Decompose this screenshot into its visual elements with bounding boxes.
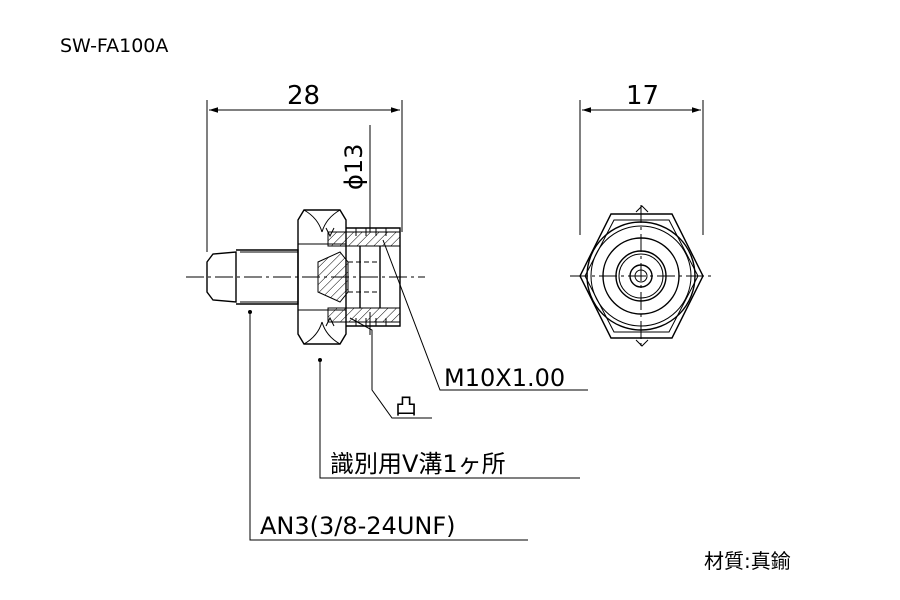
front-view: 17	[570, 81, 712, 347]
leader-thread	[382, 239, 588, 391]
side-view: 28 ϕ13	[186, 81, 425, 345]
leader-groove	[349, 317, 432, 419]
thread-callout: M10X1.00	[444, 364, 565, 392]
dimension-hex: 17	[626, 81, 659, 111]
groove-symbol: 凸	[395, 395, 417, 420]
threaded-end	[346, 227, 401, 327]
leader-flare	[249, 312, 528, 541]
groove-note: 識別用V溝1ヶ所	[330, 450, 506, 478]
hex-body	[297, 209, 347, 345]
dimension-diameter: ϕ13	[340, 144, 368, 190]
material-note: 材質:真鍮	[704, 549, 791, 573]
flare-callout: AN3(3/8-24UNF)	[260, 512, 456, 540]
dimension-length: 28	[287, 81, 320, 111]
leader-note	[319, 360, 580, 479]
part-number: SW-FA100A	[60, 35, 168, 57]
callouts: M10X1.00 凸 識別用V溝1ヶ所 AN3(3/8-24UNF)	[248, 239, 588, 541]
